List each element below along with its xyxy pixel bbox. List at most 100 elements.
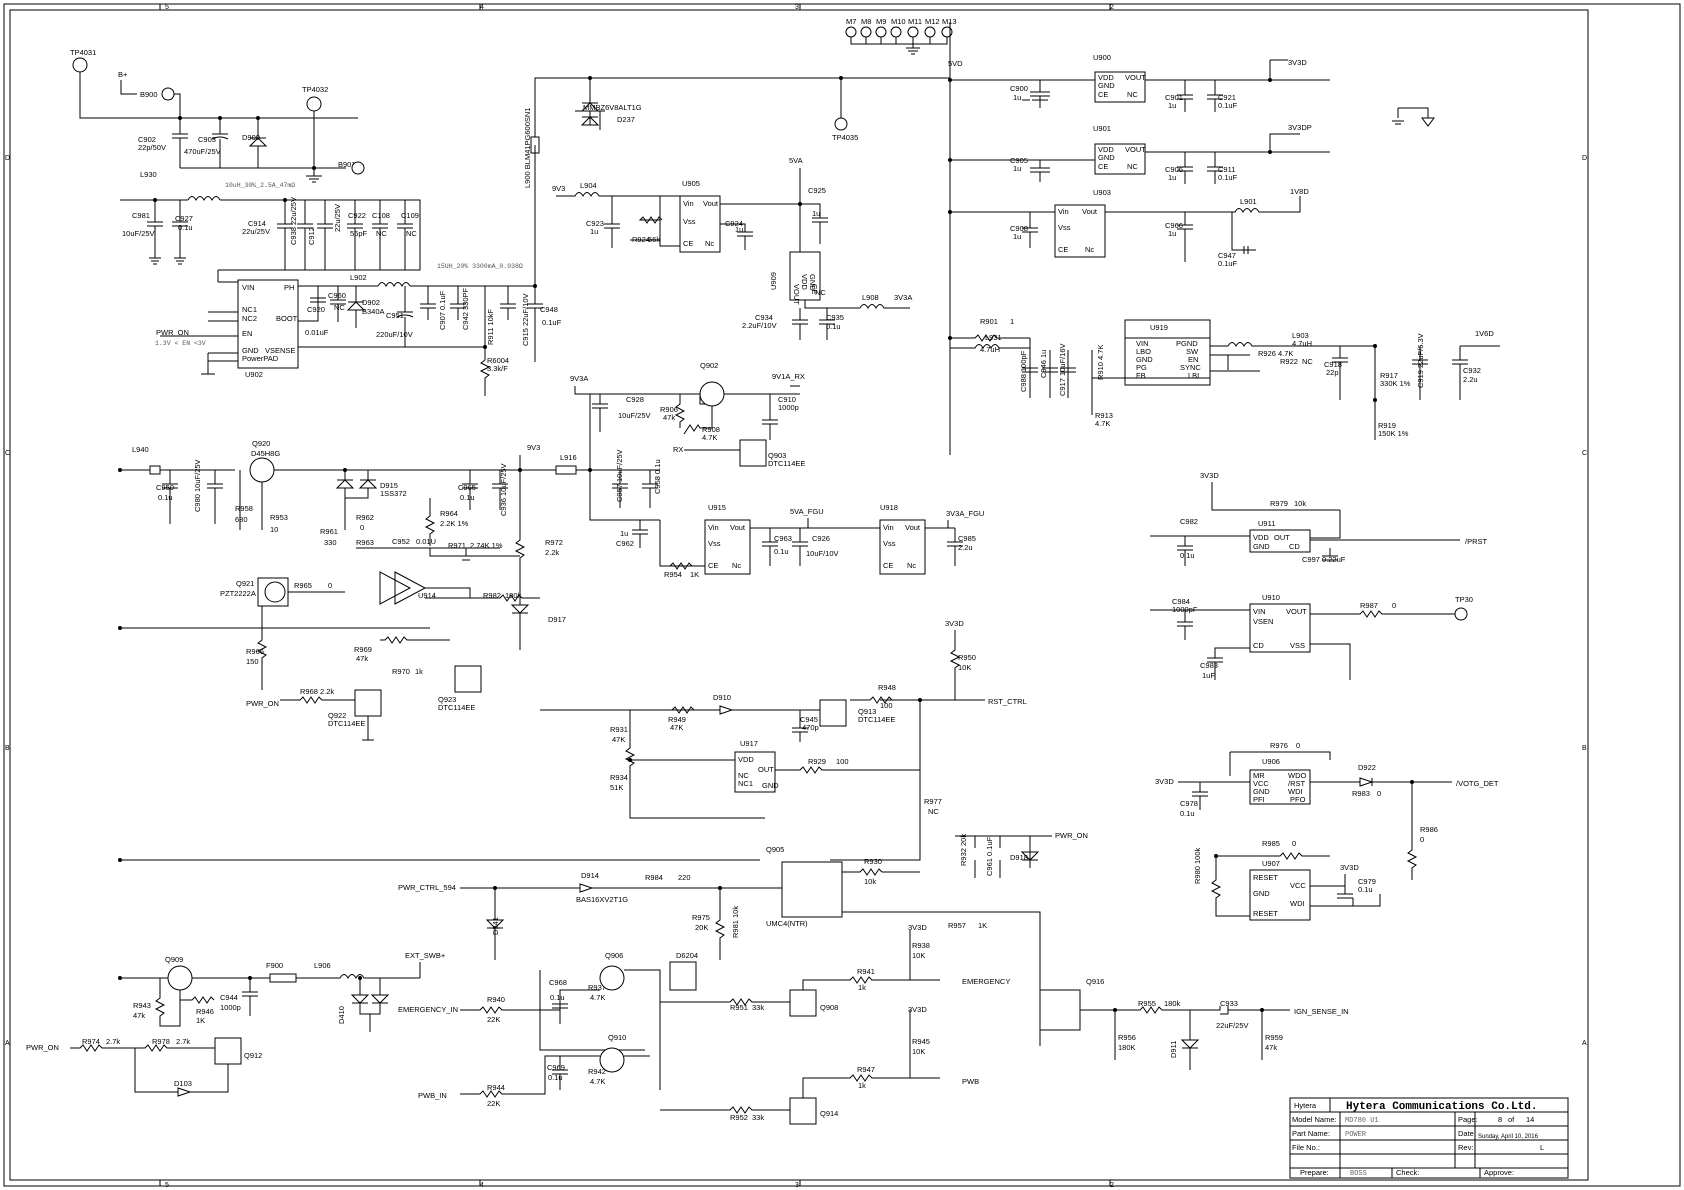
svg-text:Q921: Q921 bbox=[236, 579, 254, 588]
svg-text:R966: R966 bbox=[246, 647, 264, 656]
svg-text:VOUT: VOUT bbox=[792, 284, 801, 305]
svg-text:1u: 1u bbox=[1013, 93, 1021, 102]
svg-text:3V3D: 3V3D bbox=[908, 1005, 927, 1014]
svg-text:5VA_FGU: 5VA_FGU bbox=[790, 507, 824, 516]
svg-text:C945: C945 bbox=[800, 715, 818, 724]
svg-text:C951: C951 bbox=[386, 311, 404, 320]
svg-text:R950: R950 bbox=[958, 653, 976, 662]
svg-text:GND: GND bbox=[1098, 81, 1115, 90]
svg-text:CE: CE bbox=[1058, 245, 1068, 254]
svg-text:R954: R954 bbox=[664, 570, 682, 579]
svg-text:0.01U: 0.01U bbox=[416, 537, 436, 546]
svg-text:GND: GND bbox=[1253, 542, 1270, 551]
svg-text:R930: R930 bbox=[864, 857, 882, 866]
svg-text:SW: SW bbox=[1186, 347, 1199, 356]
svg-text:U909: U909 bbox=[769, 272, 778, 290]
svg-text:C108: C108 bbox=[372, 211, 390, 220]
svg-text:Vout: Vout bbox=[703, 199, 719, 208]
svg-text:RST_CTRL: RST_CTRL bbox=[988, 697, 1027, 706]
svg-text:56k: 56k bbox=[648, 235, 660, 244]
svg-text:VIN: VIN bbox=[242, 283, 255, 292]
svg-text:10K: 10K bbox=[958, 663, 971, 672]
svg-text:0.22uF: 0.22uF bbox=[1322, 555, 1346, 564]
svg-text:10uH_30%_2.5A_47mΩ: 10uH_30%_2.5A_47mΩ bbox=[225, 182, 295, 189]
mount-hole-m10-label: M10 bbox=[891, 17, 906, 26]
svg-text:3V3A_FGU: 3V3A_FGU bbox=[946, 509, 984, 518]
svg-text:CD: CD bbox=[1289, 542, 1300, 551]
mount-hole-m13-label: M13 bbox=[942, 17, 957, 26]
svg-text:Nc: Nc bbox=[705, 239, 714, 248]
svg-text:C936 10uF/25V: C936 10uF/25V bbox=[499, 463, 508, 516]
approve-label: Approve: bbox=[1484, 1168, 1514, 1177]
svg-text:0: 0 bbox=[1292, 839, 1296, 848]
svg-text:B+: B+ bbox=[118, 70, 128, 79]
svg-text:U918: U918 bbox=[880, 503, 898, 512]
svg-text:1V8D: 1V8D bbox=[1290, 187, 1309, 196]
svg-text:2.2uF/10V: 2.2uF/10V bbox=[742, 321, 777, 330]
svg-text:C925: C925 bbox=[808, 186, 826, 195]
svg-text:0.1u: 0.1u bbox=[158, 493, 173, 502]
svg-text:R6004: R6004 bbox=[487, 356, 509, 365]
svg-text:Q908: Q908 bbox=[820, 1003, 838, 1012]
svg-text:BAS16XV2T1G: BAS16XV2T1G bbox=[576, 895, 628, 904]
svg-text:Vin: Vin bbox=[683, 199, 694, 208]
svg-text:1000pF: 1000pF bbox=[1172, 605, 1198, 614]
svg-text:C962: C962 bbox=[616, 539, 634, 548]
svg-text:1K: 1K bbox=[978, 921, 987, 930]
svg-text:Q909: Q909 bbox=[165, 955, 183, 964]
svg-text:22uF/25V: 22uF/25V bbox=[1216, 1021, 1249, 1030]
svg-text:TP4035: TP4035 bbox=[832, 133, 858, 142]
svg-text:10K: 10K bbox=[912, 1047, 925, 1056]
svg-text:R938: R938 bbox=[912, 941, 930, 950]
svg-text:150K 1%: 150K 1% bbox=[1378, 429, 1409, 438]
svg-text:L906: L906 bbox=[314, 961, 331, 970]
svg-text:10uF/10V: 10uF/10V bbox=[806, 549, 839, 558]
svg-text:C933: C933 bbox=[1220, 999, 1238, 1008]
svg-text:Q905: Q905 bbox=[766, 845, 784, 854]
zone-bottom-1: 5 bbox=[165, 1182, 169, 1189]
svg-text:RX: RX bbox=[673, 445, 683, 454]
svg-text:R908: R908 bbox=[702, 425, 720, 434]
svg-text:R941: R941 bbox=[857, 967, 875, 976]
svg-text:NC: NC bbox=[928, 807, 939, 816]
svg-text:4.7K: 4.7K bbox=[1095, 419, 1110, 428]
svg-text:EMERGENCY: EMERGENCY bbox=[962, 977, 1010, 986]
svg-text:C965: C965 bbox=[458, 483, 476, 492]
svg-text:R964: R964 bbox=[440, 509, 458, 518]
svg-text:C983: C983 bbox=[1200, 661, 1218, 670]
svg-text:R980 100k: R980 100k bbox=[1193, 847, 1202, 884]
svg-text:R982: R982 bbox=[483, 591, 501, 600]
svg-text:47K: 47K bbox=[612, 735, 625, 744]
svg-text:0.1uF: 0.1uF bbox=[1218, 101, 1238, 110]
svg-text:C918: C918 bbox=[1324, 360, 1342, 369]
svg-text:R952: R952 bbox=[730, 1113, 748, 1122]
date-value: Sunday, April 10, 2016 bbox=[1478, 1134, 1539, 1140]
svg-text:47k: 47k bbox=[1265, 1043, 1277, 1052]
svg-text:VDD: VDD bbox=[800, 274, 809, 290]
svg-text:L940: L940 bbox=[132, 445, 149, 454]
zone-left-b: B bbox=[5, 745, 10, 752]
svg-text:CD: CD bbox=[1253, 641, 1264, 650]
svg-text:C924: C924 bbox=[725, 219, 743, 228]
svg-text:CE: CE bbox=[1098, 90, 1108, 99]
svg-text:0.1u: 0.1u bbox=[1358, 885, 1373, 894]
svg-text:C984: C984 bbox=[1172, 597, 1190, 606]
svg-text:D914: D914 bbox=[581, 871, 599, 880]
svg-text:10k: 10k bbox=[864, 877, 876, 886]
check-label: Check: bbox=[1396, 1168, 1419, 1177]
svg-text:R969: R969 bbox=[354, 645, 372, 654]
svg-text:C938 22u/25V: C938 22u/25V bbox=[289, 197, 298, 245]
page-total: 14 bbox=[1526, 1115, 1534, 1124]
svg-text:PWB: PWB bbox=[962, 1077, 979, 1086]
svg-text:NC: NC bbox=[815, 288, 826, 297]
svg-text:1.3V < EN <3V: 1.3V < EN <3V bbox=[155, 340, 206, 347]
svg-text:GND: GND bbox=[242, 346, 259, 355]
svg-text:L916: L916 bbox=[560, 453, 577, 462]
